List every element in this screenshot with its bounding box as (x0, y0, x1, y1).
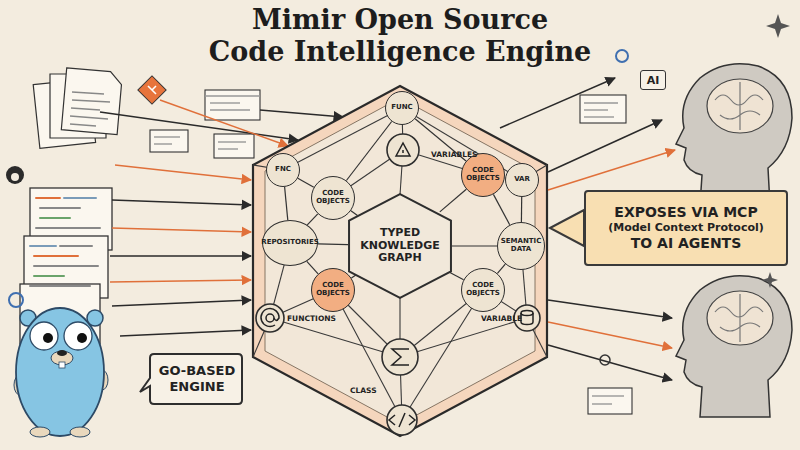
node-text: AI (647, 74, 660, 87)
graph-link (452, 245, 497, 246)
text-line: DATA (501, 246, 542, 254)
graph-label: VARIABLES (431, 150, 478, 159)
node-text: FNC (275, 166, 291, 174)
text-line: KNOWLEDGE (360, 240, 439, 253)
graph-node: CODE OBJECTS (311, 268, 355, 312)
text-line: OBJECTS (466, 290, 500, 298)
text-line: SEMANTIC (501, 238, 542, 246)
graph-link (298, 178, 314, 187)
graph-label: FUNCTIONS (287, 314, 336, 323)
node-text: CODE OBJECTS (316, 190, 350, 205)
graph-node: FNC (266, 153, 300, 187)
graph-link (318, 243, 348, 245)
graph-node: CODE OBJECTS (461, 153, 505, 197)
node-text: CODE OBJECTS (466, 167, 500, 182)
title: Mimir Open Source Code Intelligence Engi… (0, 4, 800, 68)
graph-node: CODE OBJECTS (461, 268, 505, 312)
text-line: ENGINE (159, 379, 235, 395)
graph-node: VAR (505, 163, 539, 197)
text-line: CODE (466, 282, 500, 290)
graph-label: VARIABLE (481, 314, 522, 323)
text-line: TO AI AGENTS (608, 235, 764, 253)
text-line: GRAPH (360, 252, 439, 265)
text-line: OBJECTS (466, 175, 500, 183)
graph-link (285, 187, 288, 220)
node-text: REPOSITORIES (261, 239, 318, 247)
text-line: Mimir Open Source (0, 4, 800, 36)
callout-box: EXPOSES VIA MCP (Model Context Protocol)… (584, 190, 788, 266)
node-text: VAR (514, 176, 530, 184)
graph-link (497, 264, 505, 273)
speech-bubble: GO-BASED ENGINE (140, 350, 244, 408)
text-line: OBJECTS (316, 290, 350, 298)
text-line: CODE (316, 190, 350, 198)
graph-node: CODE OBJECTS (311, 176, 355, 220)
graph-link (307, 214, 318, 225)
graph-label: CLASS (350, 386, 377, 395)
text-line: GO-BASED (159, 363, 235, 379)
ai-badge: AI (640, 70, 666, 90)
node-text: CODE OBJECTS (466, 282, 500, 297)
graph-node: FUNC (385, 91, 419, 125)
text-line: EXPOSES VIA MCP (608, 204, 764, 222)
node-text: FUNC (391, 104, 412, 112)
graph-link (493, 194, 509, 224)
node-text: GO-BASED ENGINE (159, 363, 235, 394)
node-text: EXPOSES VIA MCP (Model Context Protocol)… (608, 204, 764, 253)
node-text: CODE OBJECTS (316, 282, 350, 297)
text-line: TYPED (360, 227, 439, 240)
graph-node: SEMANTIC DATA (497, 222, 545, 270)
hexagon-core: TYPED KNOWLEDGE GRAPH (348, 193, 452, 299)
graph-link (307, 261, 318, 273)
text-line: (Model Context Protocol) (608, 221, 764, 235)
hexagon-shape (349, 194, 451, 298)
text-line: CODE (316, 282, 350, 290)
node-text: TYPED KNOWLEDGE GRAPH (360, 227, 439, 265)
graph-link (351, 211, 358, 216)
graph-node: REPOSITORIES (262, 220, 318, 266)
graph-link (346, 122, 391, 181)
bubble-shape (140, 354, 242, 404)
text-line: OBJECTS (316, 198, 350, 206)
graph-link (440, 189, 467, 212)
text-line: Code Intelligence Engine (0, 36, 800, 68)
graph-link (521, 197, 522, 222)
node-text: SEMANTIC DATA (501, 238, 542, 253)
text-line: CODE (466, 167, 500, 175)
